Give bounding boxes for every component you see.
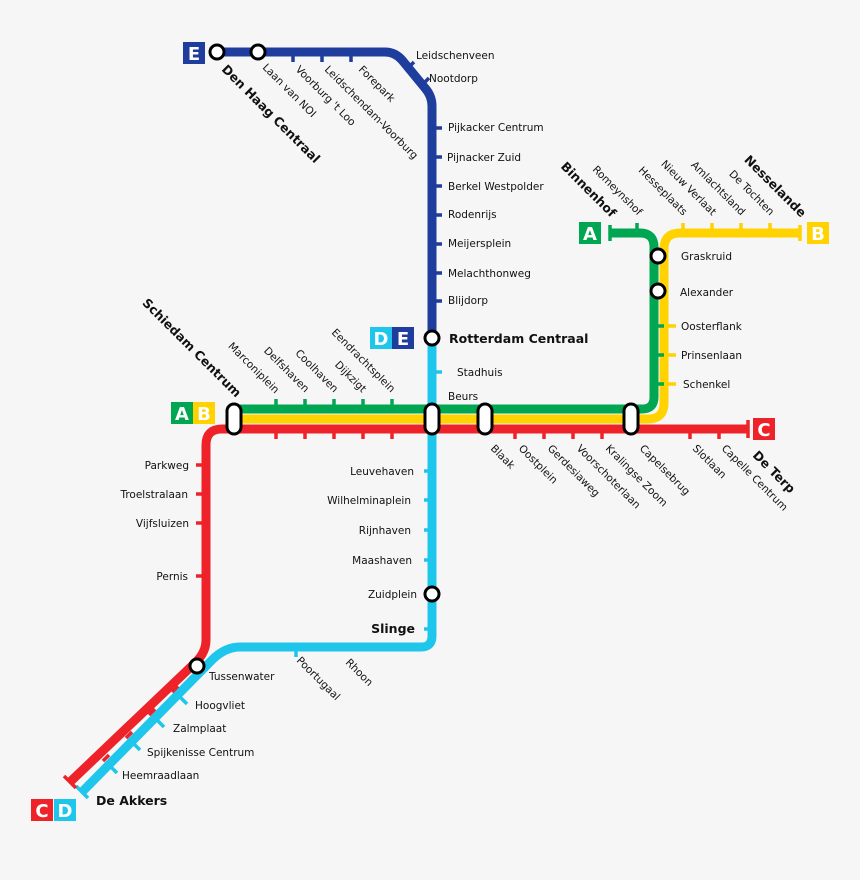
station-label[interactable]: Hoogvliet [195,700,245,712]
station-label[interactable]: Rijnhaven [359,525,411,537]
station-tick [404,60,416,72]
station-tick [147,707,157,717]
station-label[interactable]: Leidschenveen [416,50,495,62]
station-label[interactable]: Parkweg [145,460,189,472]
interchange-station-node[interactable] [423,329,441,347]
svg-text:C: C [35,801,48,822]
interchange-station-node[interactable] [649,282,667,300]
line-e-badge: E [183,42,205,65]
station-tick [62,774,78,790]
interchange-station-node[interactable] [622,402,640,436]
station-label[interactable]: Graskruid [681,251,732,263]
line-e [217,47,437,338]
station-label[interactable]: Pijnacker Zuid [447,152,521,164]
station-label[interactable]: Troelstralaan [119,489,188,501]
station-tick [155,718,166,729]
station-tick [419,76,431,88]
station-label[interactable]: Pernis [156,571,188,583]
station-label[interactable]: Vijfsluizen [136,518,189,530]
line-b-badge: B [807,222,829,245]
svg-text:A: A [583,224,597,245]
station-label[interactable]: Stadhuis [457,367,503,379]
station-tick [170,684,180,694]
station-label[interactable]: Meijersplein [448,238,511,250]
station-label[interactable]: Pijkacker Centrum [448,122,544,134]
line-c [66,424,748,786]
station-label[interactable]: Maashaven [352,555,412,567]
svg-text:E: E [397,329,409,350]
station-label[interactable]: Schenkel [683,379,730,391]
station-label[interactable]: Blijdorp [448,295,488,307]
interchange-station-node[interactable] [208,43,226,61]
interchange-station-node[interactable] [225,402,243,436]
station-label[interactable]: Melachthonweg [448,268,531,280]
station-tick [178,695,189,706]
interchange-station-node[interactable] [423,585,441,603]
interchange-station-node[interactable] [649,247,667,265]
interchange-station-node[interactable] [249,43,267,61]
svg-text:B: B [811,224,825,245]
station-label[interactable]: Tussenwater [208,671,275,683]
line-a [234,228,659,414]
svg-text:D: D [58,801,73,822]
station-label[interactable]: Heemraadlaan [122,770,199,782]
station-label[interactable]: Zalmplaat [173,723,226,735]
station-label[interactable]: Nootdorp [429,73,478,85]
station-label[interactable]: Slinge [371,621,415,636]
station-label[interactable]: Spijkenisse Centrum [147,747,254,759]
station-label[interactable]: Wilhelminaplein [327,495,411,507]
svg-text:D: D [374,329,389,350]
station-tick [101,753,111,763]
station-label[interactable]: Leuvehaven [350,466,414,478]
station-label[interactable]: Rotterdam Centraal [449,331,588,346]
line-a-badge: A [579,222,601,245]
station-label[interactable]: Blaak [488,443,518,473]
station-tick [74,784,90,800]
station-tick [131,741,142,752]
svg-text:A: A [175,404,189,425]
line-d [78,338,437,796]
station-label[interactable]: Beurs [448,391,478,403]
svg-text:C: C [757,420,770,441]
station-label[interactable]: Zuidplein [368,589,417,601]
interchange-station-node[interactable] [423,402,441,436]
svg-text:E: E [188,44,200,65]
line-c-badge: C [753,418,775,441]
station-label[interactable]: Poortugaal [294,655,342,703]
svg-text:B: B [197,404,211,425]
interchange-station-node[interactable] [188,657,206,675]
station-label[interactable]: Rhoon [343,657,375,689]
station-tick [124,730,134,740]
station-tick [108,764,119,775]
station-label[interactable]: Prinsenlaan [681,350,742,362]
station-label[interactable]: Rodenrijs [448,209,497,221]
interchange-station-node[interactable] [476,402,494,436]
station-label[interactable]: De Akkers [96,793,167,808]
station-label[interactable]: Alexander [680,287,734,299]
station-label[interactable]: Oosterflank [681,321,743,333]
station-label[interactable]: Berkel Westpolder [448,181,544,193]
